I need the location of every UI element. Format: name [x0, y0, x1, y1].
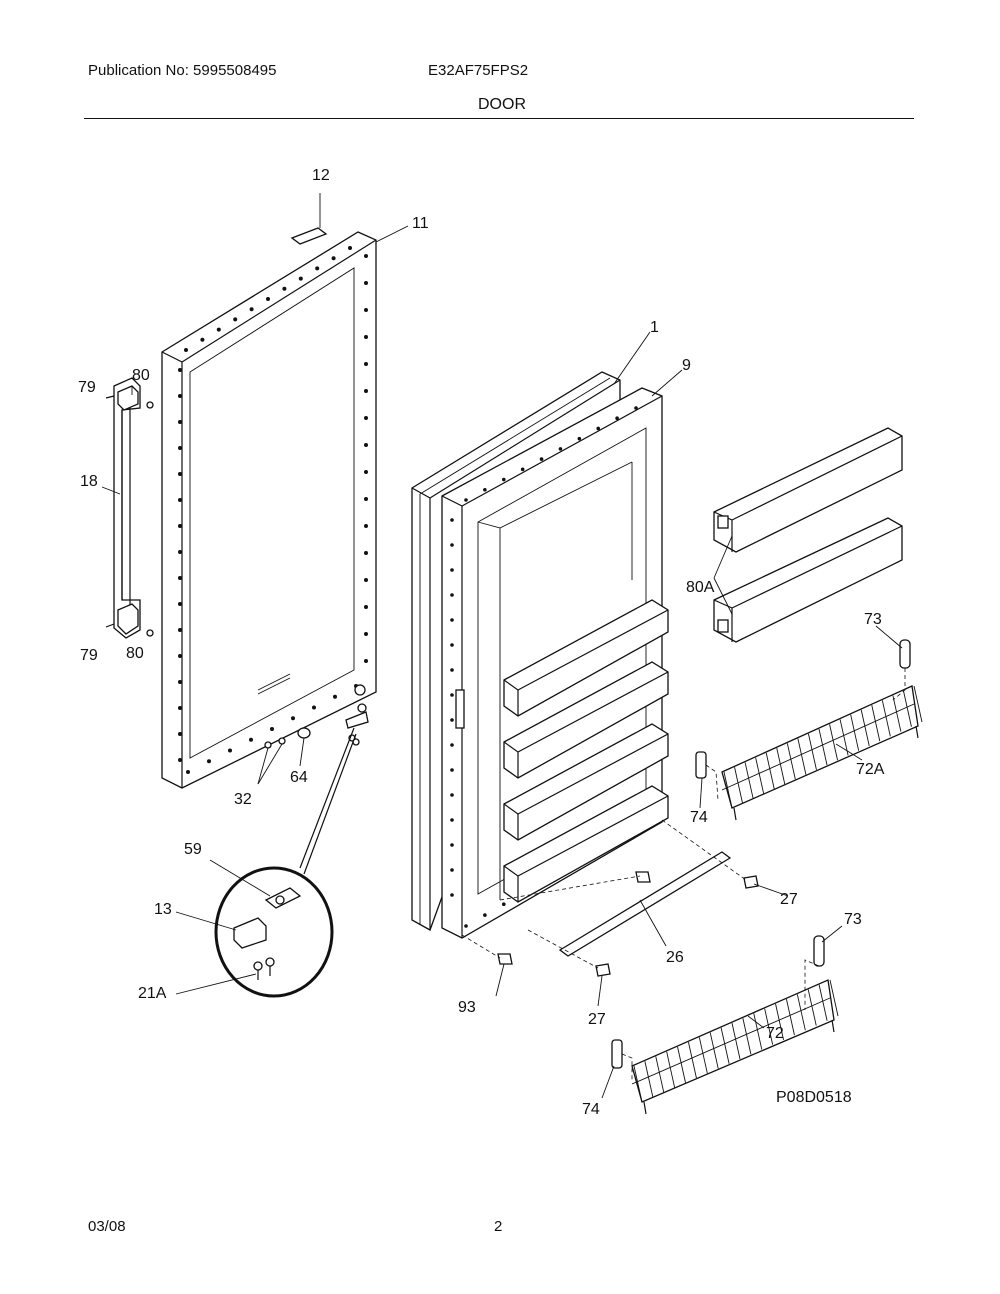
callout-26: 26	[666, 949, 684, 966]
callout-73-top: 73	[864, 611, 882, 628]
drawing-code: P08D0518	[776, 1089, 852, 1106]
callout-80-bottom: 80	[126, 645, 144, 662]
callout-27-bottom: 27	[588, 1011, 606, 1028]
header-divider	[84, 118, 914, 119]
callout-59: 59	[184, 841, 202, 858]
callout-27-right: 27	[780, 891, 798, 908]
hinge-detail-view	[214, 727, 357, 998]
callout-32: 32	[234, 791, 252, 808]
callout-18: 18	[80, 473, 98, 490]
publication-number: Publication No: 5995508495	[88, 62, 277, 79]
wire-basket-72	[631, 979, 839, 1115]
footer-page-number: 2	[494, 1218, 503, 1235]
label-plate	[290, 227, 328, 245]
callout-21a: 21A	[138, 985, 167, 1002]
trim-strip	[558, 851, 732, 957]
callout-79-top: 79	[78, 379, 96, 396]
callout-72: 72	[766, 1025, 784, 1042]
callout-72a: 72A	[856, 761, 885, 778]
callout-79-bottom: 79	[80, 647, 98, 664]
callout-64: 64	[290, 769, 308, 786]
mounting-screws	[461, 819, 759, 977]
callout-12: 12	[312, 167, 330, 184]
callout-13: 13	[154, 901, 172, 918]
leader-lines	[101, 193, 903, 1099]
callout-80-top: 80	[132, 367, 150, 384]
section-title: DOOR	[478, 96, 526, 113]
door-handle	[105, 377, 154, 639]
wire-basket-72a	[721, 685, 923, 821]
basket-clips	[611, 639, 911, 1080]
callout-labels: 12 11 1 9 79 80 18 79 80 80A 73 72A 74 2…	[78, 167, 885, 1118]
callout-74-bottom: 74	[582, 1101, 600, 1118]
model-number: E32AF75FPS2	[428, 62, 529, 79]
callout-1: 1	[650, 319, 659, 336]
callout-11: 11	[412, 215, 429, 232]
callout-73-bottom: 73	[844, 911, 862, 928]
footer-date: 03/08	[88, 1218, 126, 1235]
outer-door-panel	[161, 231, 377, 789]
callout-80a: 80A	[686, 579, 715, 596]
callout-74-top: 74	[690, 809, 708, 826]
door-bin-lower	[713, 517, 903, 643]
door-shelves	[503, 599, 669, 903]
callout-93: 93	[458, 999, 476, 1016]
callout-9: 9	[682, 357, 691, 374]
door-bin-upper	[713, 427, 903, 553]
